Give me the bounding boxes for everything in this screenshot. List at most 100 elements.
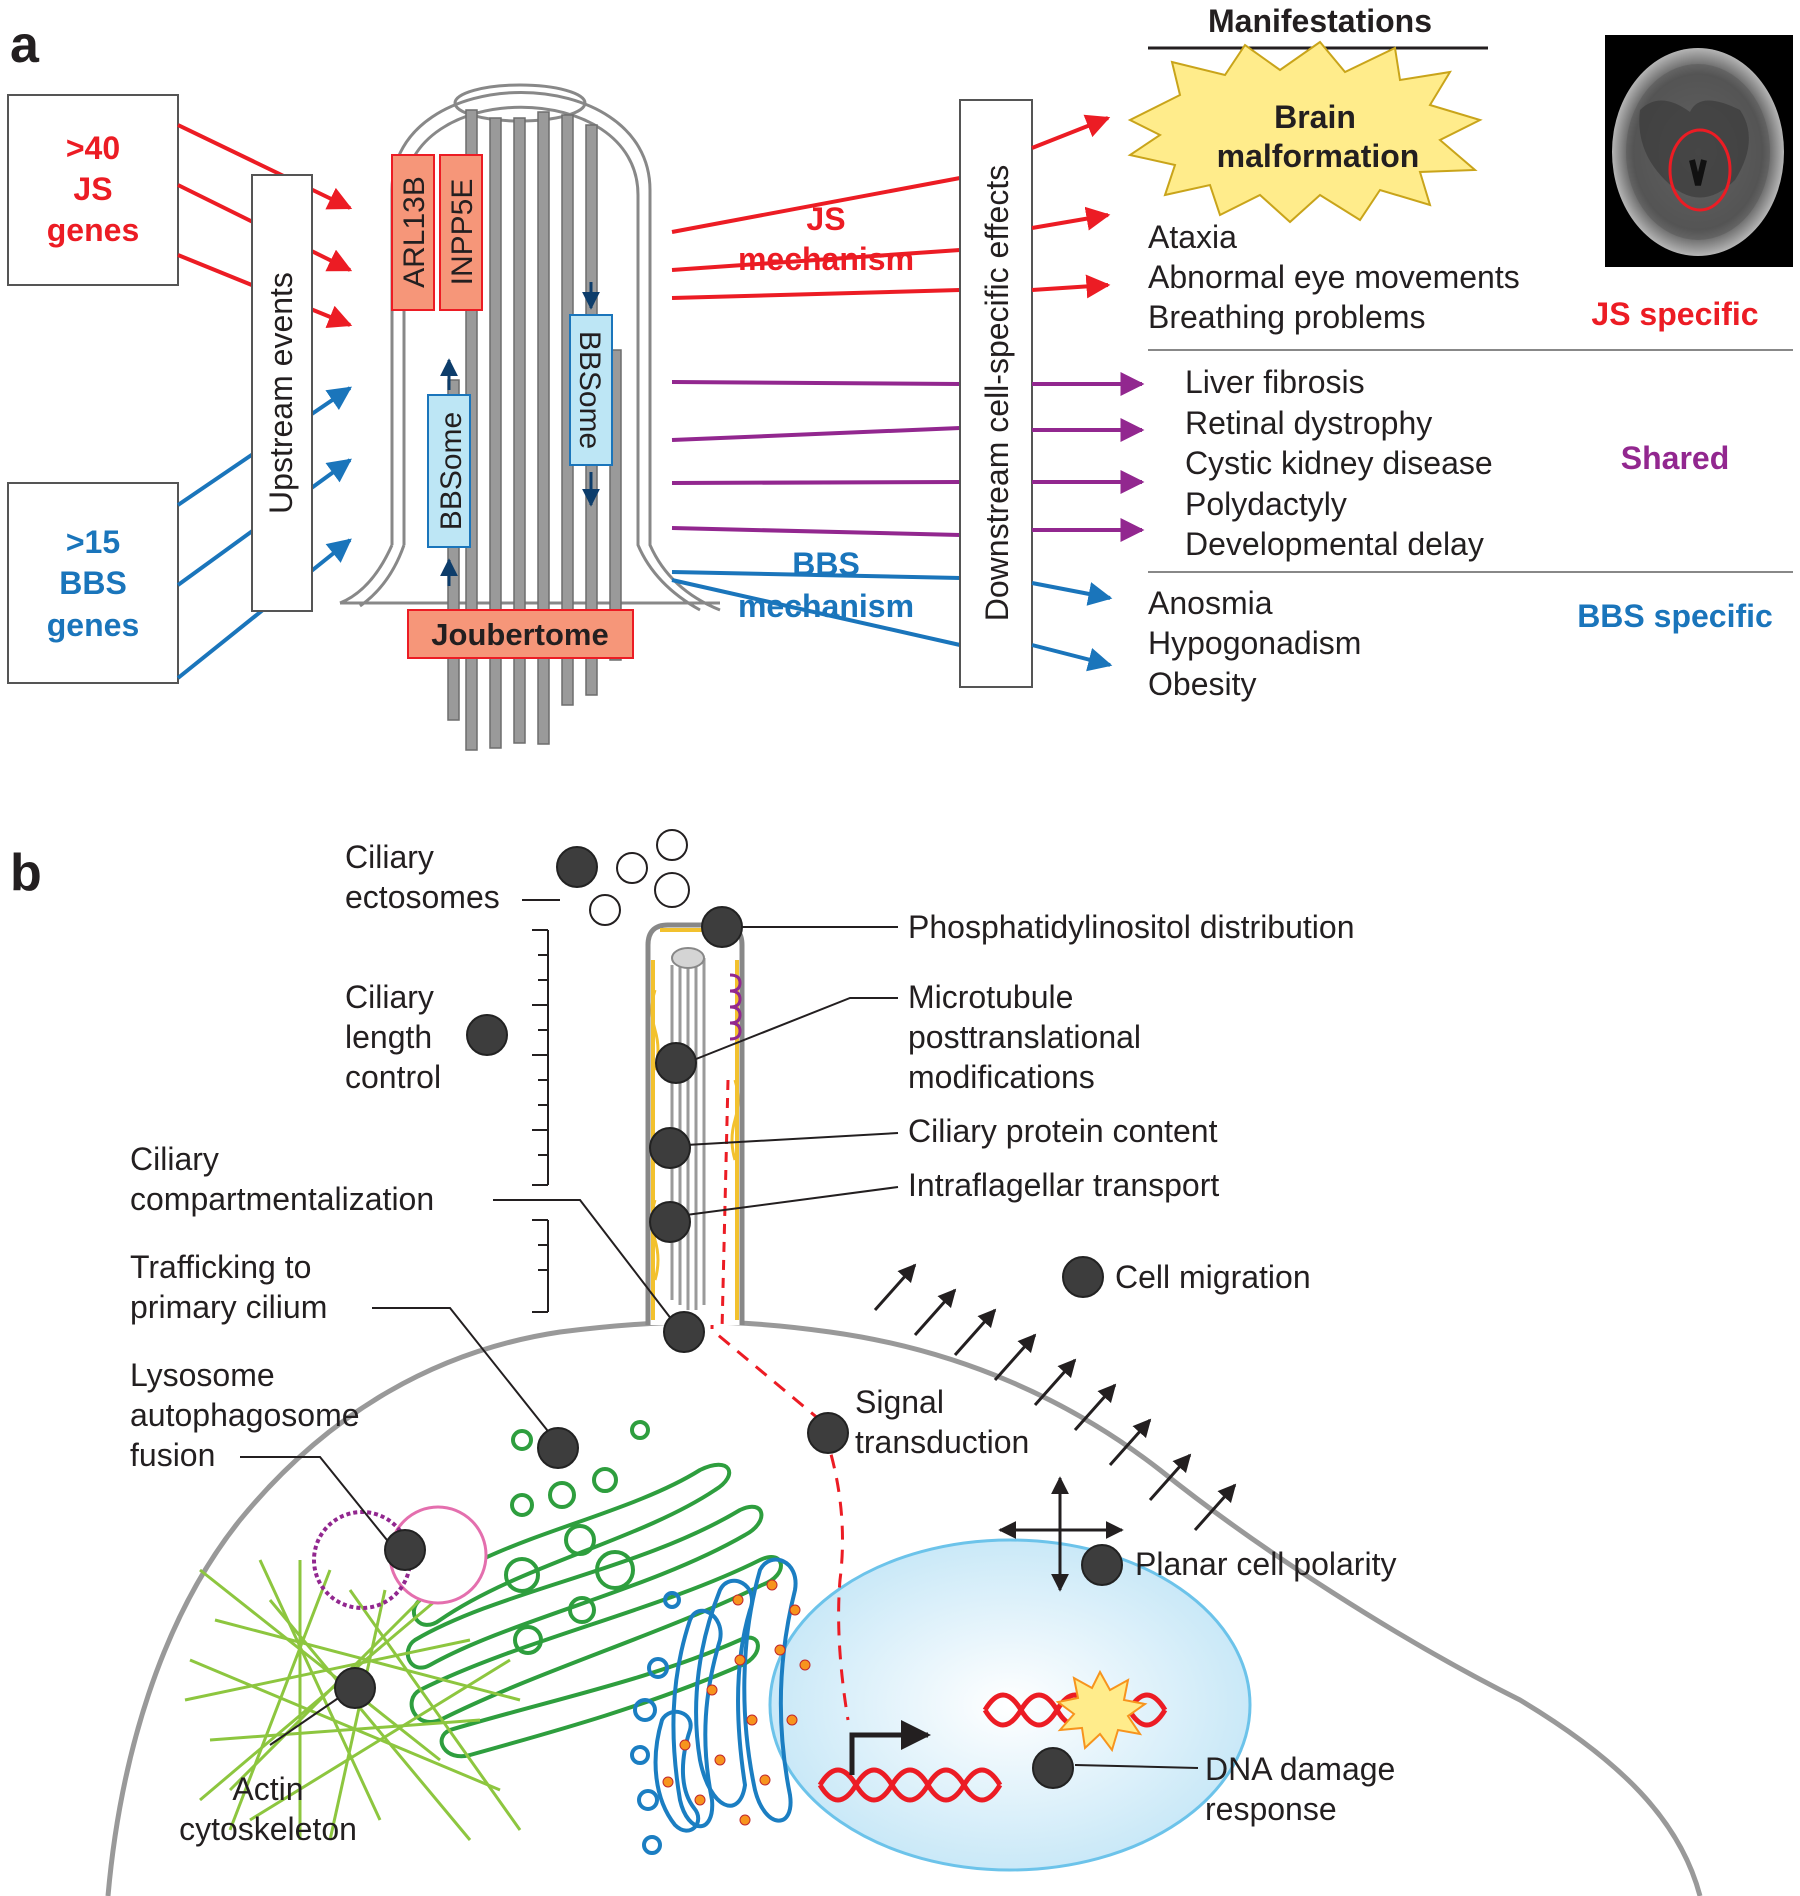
bbs-specific-list: Anosmia Hypogonadism Obesity: [1148, 585, 1361, 702]
ribosomes: [662, 1579, 811, 1826]
lysosome-label-2: autophagosome: [130, 1397, 360, 1433]
dot-migration: [1062, 1256, 1104, 1298]
bbs-item-anosmia: Anosmia: [1148, 585, 1273, 621]
js-genes-line-1: >40: [66, 130, 120, 166]
bbs-genes-line-2: BBS: [59, 565, 127, 601]
shared-item-kidney: Cystic kidney disease: [1185, 445, 1493, 481]
cilium-outline: [339, 83, 721, 612]
panel-b-letter: b: [10, 844, 42, 902]
bbs-genes-box: >15 BBS genes: [7, 482, 179, 684]
trafficking-label-1: Trafficking to: [130, 1249, 311, 1285]
manifestations-heading: Manifestations: [1208, 3, 1432, 39]
compartment-label-2: compartmentalization: [130, 1181, 434, 1217]
function-dots: [334, 846, 1123, 1789]
microtubule-label-2: posttranslational: [908, 1019, 1141, 1055]
pcp-label: Planar cell polarity: [1135, 1546, 1396, 1582]
bbs-mechanism-line-2: mechanism: [738, 588, 914, 624]
dot-length: [466, 1014, 508, 1056]
bbs-output-arrows: [1031, 581, 1113, 672]
arl13b-box: ARL13B: [391, 154, 435, 311]
brain-malformation-line-1: Brain: [1274, 99, 1356, 135]
dot-ectosomes: [556, 846, 598, 888]
shared-item-developmental: Developmental delay: [1185, 526, 1484, 562]
signal-label-2: transduction: [855, 1424, 1029, 1460]
dot-phosphatidyl: [701, 906, 743, 948]
dot-trafficking: [537, 1427, 579, 1469]
trafficking-label-2: primary cilium: [130, 1289, 327, 1325]
dot-lysosome: [384, 1529, 426, 1571]
shared-lines: [671, 380, 961, 537]
bbsome-box-down: BBSome: [569, 282, 613, 507]
nucleus: [768, 1538, 1252, 1872]
shared-label: Shared: [1621, 440, 1729, 476]
ectosomes: [589, 829, 690, 926]
panel-b: b: [10, 829, 1703, 1896]
js-specific-label: JS specific: [1591, 296, 1758, 332]
js-mechanism-line-1: JS: [806, 201, 845, 237]
bbsome-label-down: BBSome: [573, 331, 606, 449]
inpp5e-box: INPP5E: [439, 154, 483, 311]
shared-item-retinal: Retinal dystrophy: [1185, 405, 1432, 441]
signal-dashed-path: [710, 1074, 850, 1721]
js-genes-box: >40 JS genes: [7, 94, 179, 286]
js-item-ataxia: Ataxia: [1148, 219, 1237, 255]
leader-lines: [240, 899, 1199, 1769]
bbs-specific-label: BBS specific: [1577, 598, 1773, 634]
migration-label: Cell migration: [1115, 1259, 1311, 1295]
bbs-mechanism-line-1: BBS: [792, 546, 860, 582]
actin-cytoskeleton: [184, 1559, 522, 1841]
downstream-box: Downstream cell-specific effects: [959, 99, 1033, 688]
js-mechanism-lines: [671, 176, 961, 300]
dot-signal: [807, 1412, 849, 1454]
dna-label-1: DNA damage: [1205, 1751, 1395, 1787]
pcp-arrows: [998, 1476, 1124, 1592]
shared-item-liver: Liver fibrosis: [1185, 364, 1365, 400]
ift-label: Intraflagellar transport: [908, 1167, 1219, 1203]
upstream-events-label: Upstream events: [263, 272, 299, 514]
joubertome-label: Joubertome: [431, 617, 608, 652]
bbs-genes-line-3: genes: [47, 607, 139, 643]
bbsome-label-up: BBSome: [435, 412, 468, 530]
bbsome-box-up: BBSome: [427, 358, 471, 586]
protein-content-label: Ciliary protein content: [908, 1113, 1218, 1149]
mri-image: [1605, 35, 1793, 267]
dot-protein-content: [649, 1127, 691, 1169]
downstream-label: Downstream cell-specific effects: [979, 165, 1015, 621]
signal-label-1: Signal: [855, 1384, 944, 1420]
microtubule-label-1: Microtubule: [908, 979, 1073, 1015]
dot-microtubule: [655, 1042, 697, 1084]
lysosome-label-3: fusion: [130, 1437, 215, 1473]
bbs-item-hypogonadism: Hypogonadism: [1148, 625, 1361, 661]
dna-damage-star: [1055, 1669, 1148, 1753]
compartment-label-1: Ciliary: [130, 1141, 219, 1177]
dna-label-2: response: [1205, 1791, 1337, 1827]
length-ruler: [532, 929, 549, 1313]
ectosomes-label-2: ectosomes: [345, 879, 500, 915]
js-item-breathing: Breathing problems: [1148, 299, 1425, 335]
js-output-arrows: [1031, 114, 1111, 299]
microtubule-label-3: modifications: [908, 1059, 1095, 1095]
js-genes-line-2: JS: [73, 171, 112, 207]
dot-ift: [649, 1201, 691, 1243]
panel-a: a >40 JS genes >15 BBS genes: [7, 3, 1793, 751]
phosphatidyl-label: Phosphatidylinositol distribution: [908, 909, 1354, 945]
panel-a-letter: a: [10, 16, 40, 74]
brain-malformation-line-2: malformation: [1217, 138, 1420, 174]
length-label-1: Ciliary: [345, 979, 434, 1015]
dot-actin: [334, 1667, 376, 1709]
bbs-genes-line-1: >15: [66, 524, 120, 560]
lysosome-label-1: Lysosome: [130, 1357, 275, 1393]
upstream-events-box: Upstream events: [251, 174, 313, 612]
actin-label-2: cytoskeleton: [179, 1811, 357, 1847]
ectosomes-label-1: Ciliary: [345, 839, 434, 875]
arl13b-label: ARL13B: [398, 176, 431, 288]
joubertome-box: Joubertome: [407, 609, 634, 659]
dot-pcp: [1081, 1544, 1123, 1586]
cell-membrane: [105, 1319, 1703, 1896]
brain-malformation-star: Brain malformation: [1127, 40, 1483, 224]
js-genes-line-3: genes: [47, 212, 139, 248]
actin-label-1: Actin: [232, 1771, 303, 1807]
dna-helix-lower: [817, 1767, 1003, 1803]
primary-cilium: [645, 922, 745, 1331]
